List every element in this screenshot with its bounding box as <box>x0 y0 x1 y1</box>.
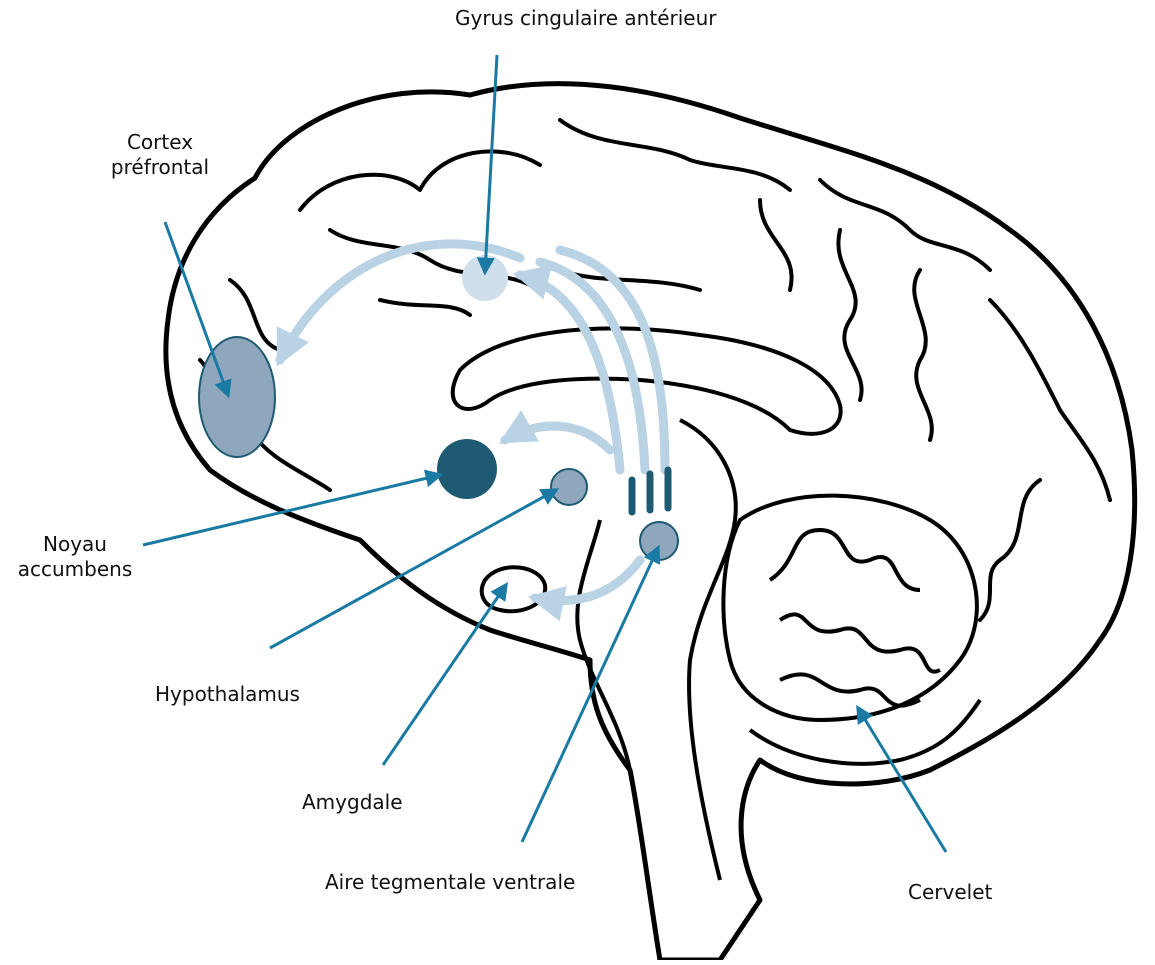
prefrontal-cortex-region <box>199 337 275 457</box>
label-cerebellum: Cervelet <box>908 880 992 905</box>
label-hypothalamus: Hypothalamus <box>155 682 300 707</box>
label-nucleus-accumbens: Noyau accumbens <box>5 532 145 582</box>
hypothalamus-region <box>551 469 587 505</box>
label-vta: Aire tegmentale ventrale <box>325 870 575 895</box>
pointer-amy <box>383 585 506 765</box>
label-anterior-cingulate: Gyrus cingulaire antérieur <box>455 6 716 31</box>
nucleus-accumbens-region <box>437 439 497 499</box>
label-prefrontal-cortex: Cortex préfrontal <box>85 130 235 180</box>
vta-region <box>640 522 678 560</box>
label-amygdala: Amygdale <box>302 790 403 815</box>
brain-outline <box>166 84 1135 960</box>
